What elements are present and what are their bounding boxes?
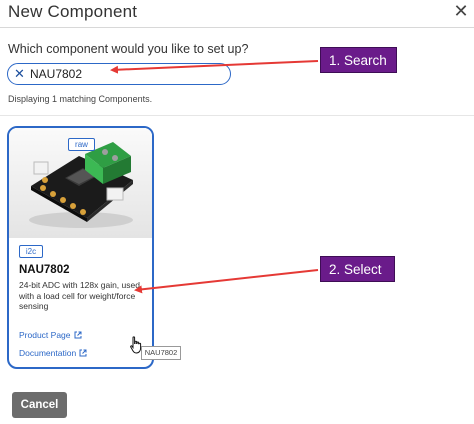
search-input[interactable] xyxy=(30,66,220,82)
component-name: NAU7802 xyxy=(19,264,70,276)
cancel-button[interactable]: Cancel xyxy=(12,392,67,418)
component-image: raw xyxy=(9,128,152,238)
hover-tooltip: NAU7802 xyxy=(141,346,181,360)
close-icon[interactable]: ✕ xyxy=(453,1,469,21)
product-page-label: Product Page xyxy=(19,330,71,340)
annotation-step-2: 2. Select xyxy=(320,256,395,282)
setup-prompt: Which component would you like to set up… xyxy=(8,42,249,56)
documentation-link[interactable]: Documentation xyxy=(19,348,87,358)
documentation-label: Documentation xyxy=(19,348,77,358)
hand-cursor-icon xyxy=(130,336,142,354)
result-count: Displaying 1 matching Components. xyxy=(8,94,153,104)
component-card[interactable]: raw i2c NAU7802 24-bit ADC with 128x gai… xyxy=(7,126,154,369)
protocol-badge: i2c xyxy=(19,245,43,258)
dialog-header: New Component ✕ xyxy=(0,0,474,28)
external-link-icon xyxy=(74,331,82,339)
divider xyxy=(0,115,474,116)
component-search[interactable]: ✕ xyxy=(7,63,231,85)
dialog-title: New Component xyxy=(8,2,138,21)
component-description: 24-bit ADC with 128x gain, used with a l… xyxy=(19,280,140,311)
annotation-step-1: 1. Search xyxy=(320,47,397,73)
product-page-link[interactable]: Product Page xyxy=(19,330,82,340)
clear-icon[interactable]: ✕ xyxy=(14,66,25,81)
select-arrow xyxy=(134,269,319,294)
raw-badge: raw xyxy=(68,138,95,151)
external-link-icon xyxy=(79,349,87,357)
